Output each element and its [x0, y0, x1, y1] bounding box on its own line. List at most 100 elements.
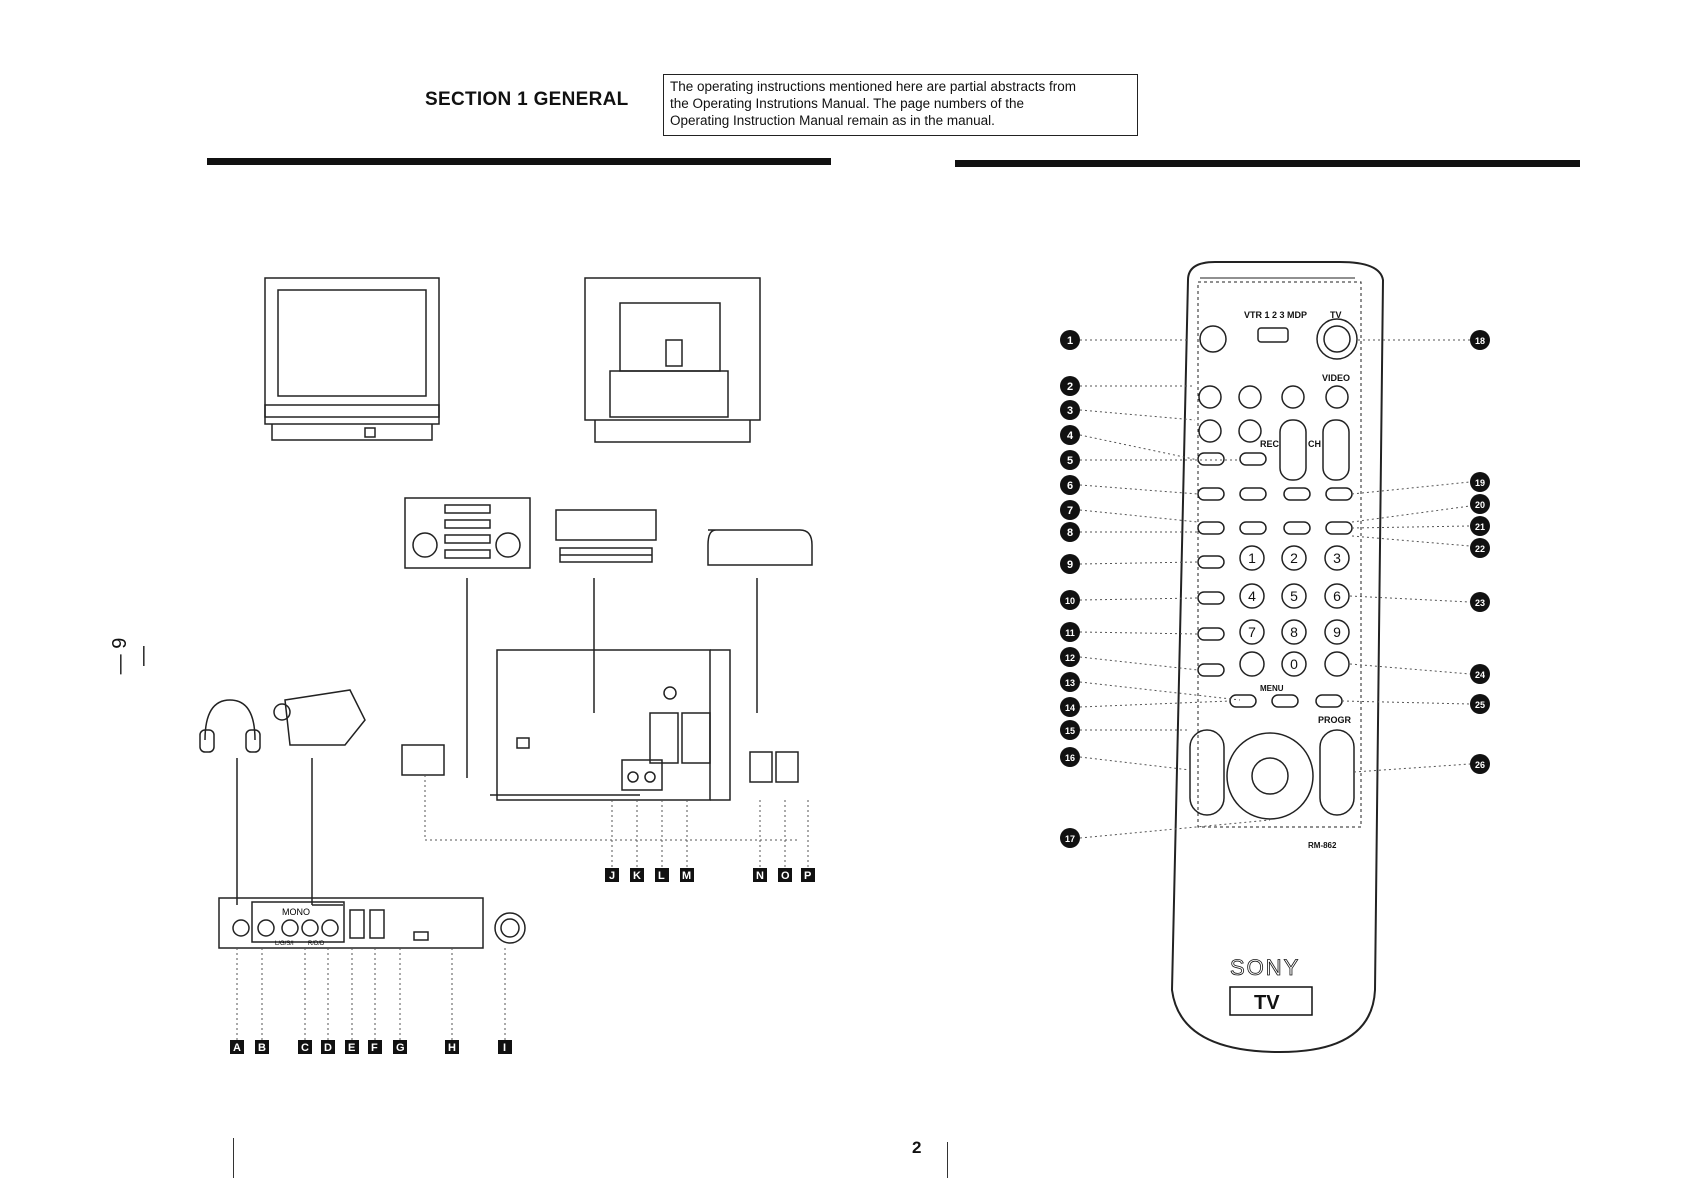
svg-text:D: D: [324, 1042, 332, 1054]
callout-20: 20: [1470, 494, 1490, 514]
svg-text:M: M: [682, 870, 691, 882]
letter-label-p: P: [801, 868, 815, 882]
rear-panel-illustration: [490, 649, 799, 801]
letter-label-b: B: [255, 1040, 269, 1054]
selector-label: VTR 1 2 3 MDP: [1244, 310, 1307, 320]
svg-text:N: N: [756, 870, 764, 882]
svg-text:K: K: [633, 870, 641, 882]
svg-text:3: 3: [1067, 405, 1073, 417]
front-panel-mono-label: MONO: [282, 907, 310, 917]
svg-text:A: A: [233, 1042, 241, 1054]
model-label: RM-862: [1308, 841, 1337, 850]
ff-button: [1281, 385, 1305, 409]
svg-text:24: 24: [1475, 670, 1485, 680]
svg-text:O: O: [781, 870, 790, 882]
front-panel-left-label: L/G/S/I: [275, 941, 294, 947]
progr-label: PROGR: [1318, 715, 1352, 725]
digit-4-button: 4: [1248, 588, 1256, 604]
sony-logo: SONY: [1230, 955, 1300, 980]
letter-label-e: E: [345, 1040, 359, 1054]
letter-label-n: N: [753, 868, 767, 882]
volume-rocker: [1189, 729, 1225, 816]
callout-26: 26: [1470, 754, 1490, 774]
rec-button: [1279, 419, 1307, 481]
svg-text:C: C: [301, 1042, 309, 1054]
letter-label-o: O: [778, 868, 792, 882]
svg-text:I: I: [503, 1042, 506, 1054]
callout-3: 3: [1060, 400, 1080, 420]
callout-5: 5: [1060, 450, 1080, 470]
svg-text:7: 7: [1067, 505, 1073, 517]
svg-text:15: 15: [1065, 726, 1075, 736]
tv-badge-label: TV: [1254, 992, 1280, 1014]
svg-text:20: 20: [1475, 500, 1485, 510]
front-panel-illustration: [218, 897, 526, 949]
svg-text:13: 13: [1065, 678, 1075, 688]
selector-switch: [1257, 327, 1289, 343]
letter-label-m: M: [680, 868, 694, 882]
margin-line-left: [233, 1138, 234, 1178]
svg-text:4: 4: [1067, 430, 1074, 442]
letter-label-d: D: [321, 1040, 335, 1054]
headphones-illustration: [199, 699, 261, 753]
note-line: Operating Instruction Manual remain as i…: [670, 113, 995, 128]
margin-line-right: [947, 1142, 948, 1178]
ch-rocker: [1322, 419, 1350, 481]
page-number: 2: [912, 1138, 922, 1157]
svg-text:F: F: [371, 1042, 378, 1054]
remote-diagram: 1 2 3 4 5 6 7 8 9 0 VTR 1 2 3 MDP TV VID…: [1060, 261, 1490, 1054]
callout-18: 18: [1470, 330, 1490, 350]
svg-text:17: 17: [1065, 834, 1075, 844]
callout-19: 19: [1470, 472, 1490, 492]
digit-8-button: 8: [1290, 624, 1298, 640]
svg-text:G: G: [396, 1042, 405, 1054]
letter-label-g: G: [393, 1040, 407, 1054]
hifi-illustration: [404, 497, 531, 569]
digit-1-button: 1: [1248, 550, 1256, 566]
tv-label: TV: [1330, 310, 1342, 320]
callout-10: 10: [1060, 590, 1080, 610]
digit-5-button: 5: [1290, 588, 1298, 604]
callout-22: 22: [1470, 538, 1490, 558]
letter-label-i: I: [498, 1040, 512, 1054]
video-power-button: [1325, 385, 1349, 409]
note-line: the Operating Instrutions Manual. The pa…: [670, 96, 1024, 111]
tv-front-illustration: [264, 277, 440, 441]
callout-1: 1: [1060, 330, 1080, 350]
svg-text:18: 18: [1475, 336, 1485, 346]
callout-9: 9: [1060, 554, 1080, 574]
svg-text:14: 14: [1065, 703, 1075, 713]
joystick-ring: [1226, 732, 1314, 820]
note-line: The operating instructions mentioned her…: [670, 79, 1076, 94]
mute-button: [1199, 325, 1227, 353]
letter-label-f: F: [368, 1040, 382, 1054]
callout-14: 14: [1060, 697, 1080, 717]
digit-7-button: 7: [1248, 624, 1256, 640]
play-button: [1238, 385, 1262, 409]
svg-text:9: 9: [1067, 559, 1073, 571]
small-device-illustration: [401, 744, 445, 776]
connection-diagram: MONO L/G/S/I R/D/D A B C D E F G H I J K…: [199, 277, 815, 1054]
progr-rocker: [1319, 729, 1355, 816]
digit-0-button: 0: [1290, 656, 1298, 672]
digit-2-button: 2: [1290, 550, 1298, 566]
callout-25: 25: [1470, 694, 1490, 714]
callout-8: 8: [1060, 522, 1080, 542]
video-label: VIDEO: [1322, 373, 1350, 383]
rewind-button: [1198, 385, 1222, 409]
callout-17: 17: [1060, 828, 1080, 848]
remote-body: [1170, 261, 1385, 1054]
svg-text:1: 1: [1067, 335, 1073, 347]
callout-23: 23: [1470, 592, 1490, 612]
svg-text:P: P: [804, 870, 811, 882]
callout-6: 6: [1060, 475, 1080, 495]
svg-text:E: E: [348, 1042, 355, 1054]
svg-text:J: J: [609, 870, 615, 882]
svg-text:H: H: [448, 1042, 456, 1054]
header-rule-right: [955, 160, 1580, 167]
letter-label-l: L: [655, 868, 669, 882]
svg-text:23: 23: [1475, 598, 1485, 608]
svg-text:10: 10: [1065, 596, 1075, 606]
svg-text:L: L: [658, 870, 665, 882]
letter-label-j: J: [605, 868, 619, 882]
